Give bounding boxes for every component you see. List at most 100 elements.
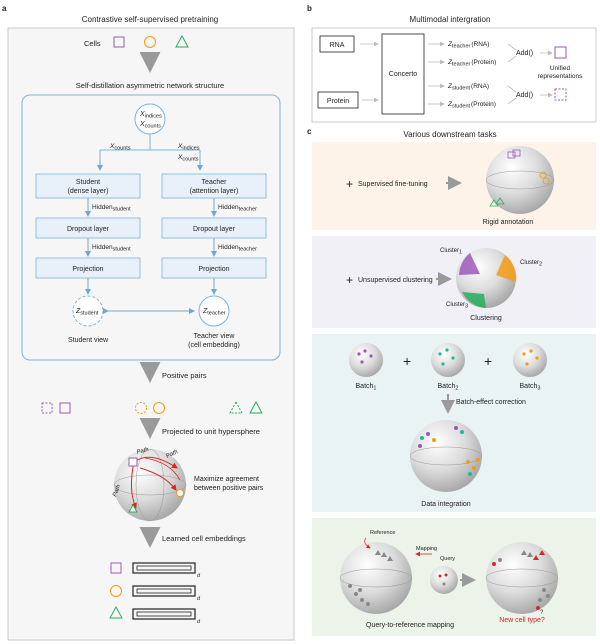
teacher-input-label-1: Xindices [177, 143, 200, 152]
cell-triangle-icon [175, 34, 189, 48]
branch-lines [99, 134, 201, 168]
student-view-label: Student view [68, 337, 109, 344]
add-label-2: Add() [516, 92, 533, 99]
batch-1-label: Batch1 [356, 383, 377, 392]
teacher-label: Teacher [202, 179, 228, 186]
teacher-projection-label: Projection [198, 266, 229, 273]
panel-a-title: Contrastive self-supervised pretraining [82, 15, 219, 24]
unified-label-2: representations [538, 73, 584, 80]
teacher-view-label-1: Teacher view [194, 333, 236, 340]
unified-label-1: Unified [550, 65, 571, 72]
hidden-teacher-1: Hiddenteacher [218, 204, 257, 213]
unsupervised-label: Unsupervised clustering [358, 277, 433, 284]
student-label: Student [76, 179, 100, 186]
data-integration-label: Data integration [421, 501, 471, 508]
unified-square-dashed-icon [554, 88, 567, 101]
clustering-label: Clustering [470, 315, 502, 322]
z-student-label: Zstudent [75, 308, 99, 317]
panel-c-title: Various downstream tasks [403, 130, 496, 139]
embed-triangle-icon [109, 605, 123, 619]
learned-label: Learned cell embeddings [162, 534, 246, 543]
embed-square-icon [110, 562, 122, 574]
question-mark: ? [540, 610, 544, 616]
reference-sphere [340, 542, 412, 614]
rna-label: RNA [330, 42, 345, 49]
pair-square-dashed-icon [41, 402, 53, 414]
mapped-sphere [486, 542, 558, 614]
plus-icon-1: + [346, 177, 353, 191]
new-cell-type-label: New cell type? [499, 617, 545, 624]
plus-icon-2: + [346, 273, 353, 287]
panel-b-frame [311, 27, 597, 123]
sphere-triangle-icon [128, 503, 138, 513]
fine-tuning-label: Supervised fine-tuning [358, 181, 428, 188]
maximize-label-1: Maximize agreement [194, 476, 259, 483]
batch-3-label: Batch3 [520, 383, 541, 392]
pair-circle-dashed-icon [135, 402, 147, 414]
batch-2-label: Batch2 [438, 383, 459, 392]
batch-3-sphere [513, 343, 547, 377]
pair-triangle-dashed-icon [229, 400, 243, 414]
integrated-sphere [410, 420, 482, 492]
z-student-protein: Zstudent(Protein) [447, 101, 496, 110]
network-frame [21, 94, 281, 361]
z-teacher-protein: Zteacher(Protein) [447, 59, 496, 68]
sphere-circle-icon [176, 489, 184, 497]
z-student-rna: Zstudent(RNA) [447, 83, 489, 92]
concerto-box [381, 33, 425, 115]
unified-square-icon [554, 46, 567, 59]
cells-label: Cells [84, 39, 101, 48]
hypersphere-label: Projected to unit hypersphere [162, 427, 260, 436]
add-label-1: Add() [516, 50, 533, 57]
path-2-label: Path [165, 449, 179, 460]
cell-circle-icon [144, 36, 156, 48]
teacher-input-label-2: Xcounts [177, 154, 199, 163]
positive-pairs-label: Positive pairs [162, 371, 207, 380]
teacher-view-label-2: (cell embedding) [188, 342, 240, 349]
student-sublabel: (dense layer) [68, 188, 109, 195]
protein-label: Protein [327, 98, 349, 105]
pair-circle-icon [153, 402, 165, 414]
plus-icon-4: + [484, 353, 492, 369]
maximize-label-2: between positive pairs [194, 485, 264, 492]
protein-box [317, 91, 359, 109]
pair-triangle-icon [249, 400, 263, 414]
student-box [35, 173, 141, 199]
batch-correction-label: Batch-effect correction [456, 399, 526, 406]
embedding-vector-1 [132, 562, 196, 574]
panel-b: b Multimodal intergration RNA Protein Co… [307, 4, 597, 123]
cluster-3-label: Cluster3 [446, 302, 468, 310]
cluster-1-label: Cluster1 [440, 248, 462, 256]
mapping-label: Mapping [416, 546, 437, 552]
query-sphere [430, 566, 458, 594]
panel-b-title: Multimodal intergration [410, 15, 491, 24]
teacher-box [161, 173, 267, 199]
embed-dim-3: d [197, 619, 201, 625]
rigid-sphere [486, 146, 554, 214]
z-teacher-rna: Zteacher(RNA) [447, 41, 489, 50]
student-dropout-label: Dropout layer [67, 226, 110, 233]
panel-c: c Various downstream tasks + Supervised … [307, 127, 596, 636]
panel-a-letter: a [2, 4, 7, 13]
pair-square-icon [59, 402, 71, 414]
hidden-student-1: Hiddenstudent [92, 204, 131, 213]
reference-label: Reference [370, 530, 395, 536]
x-input-label-2: Xcounts [139, 121, 161, 130]
embed-dim-1: d [197, 573, 201, 579]
z-teacher-node [198, 295, 230, 327]
hidden-teacher-2: Hiddenteacher [218, 244, 257, 253]
panel-b-letter: b [307, 4, 312, 13]
rigid-label: Rigid annotation [483, 219, 534, 226]
path-3-label: Path [112, 483, 122, 497]
cluster-2-label: Cluster2 [520, 260, 542, 268]
teacher-sublabel: (attention layer) [190, 188, 239, 195]
plus-icon-3: + [403, 353, 411, 369]
student-input-label: Xcounts [109, 143, 131, 152]
cell-square-icon [113, 36, 125, 48]
network-title: Self-distillation asymmetric network str… [76, 81, 224, 90]
batch-1-sphere [349, 343, 383, 377]
rna-box [319, 35, 355, 53]
concerto-label: Concerto [389, 71, 418, 78]
hidden-student-2: Hiddenstudent [92, 244, 131, 253]
embed-dim-2: d [197, 596, 201, 602]
